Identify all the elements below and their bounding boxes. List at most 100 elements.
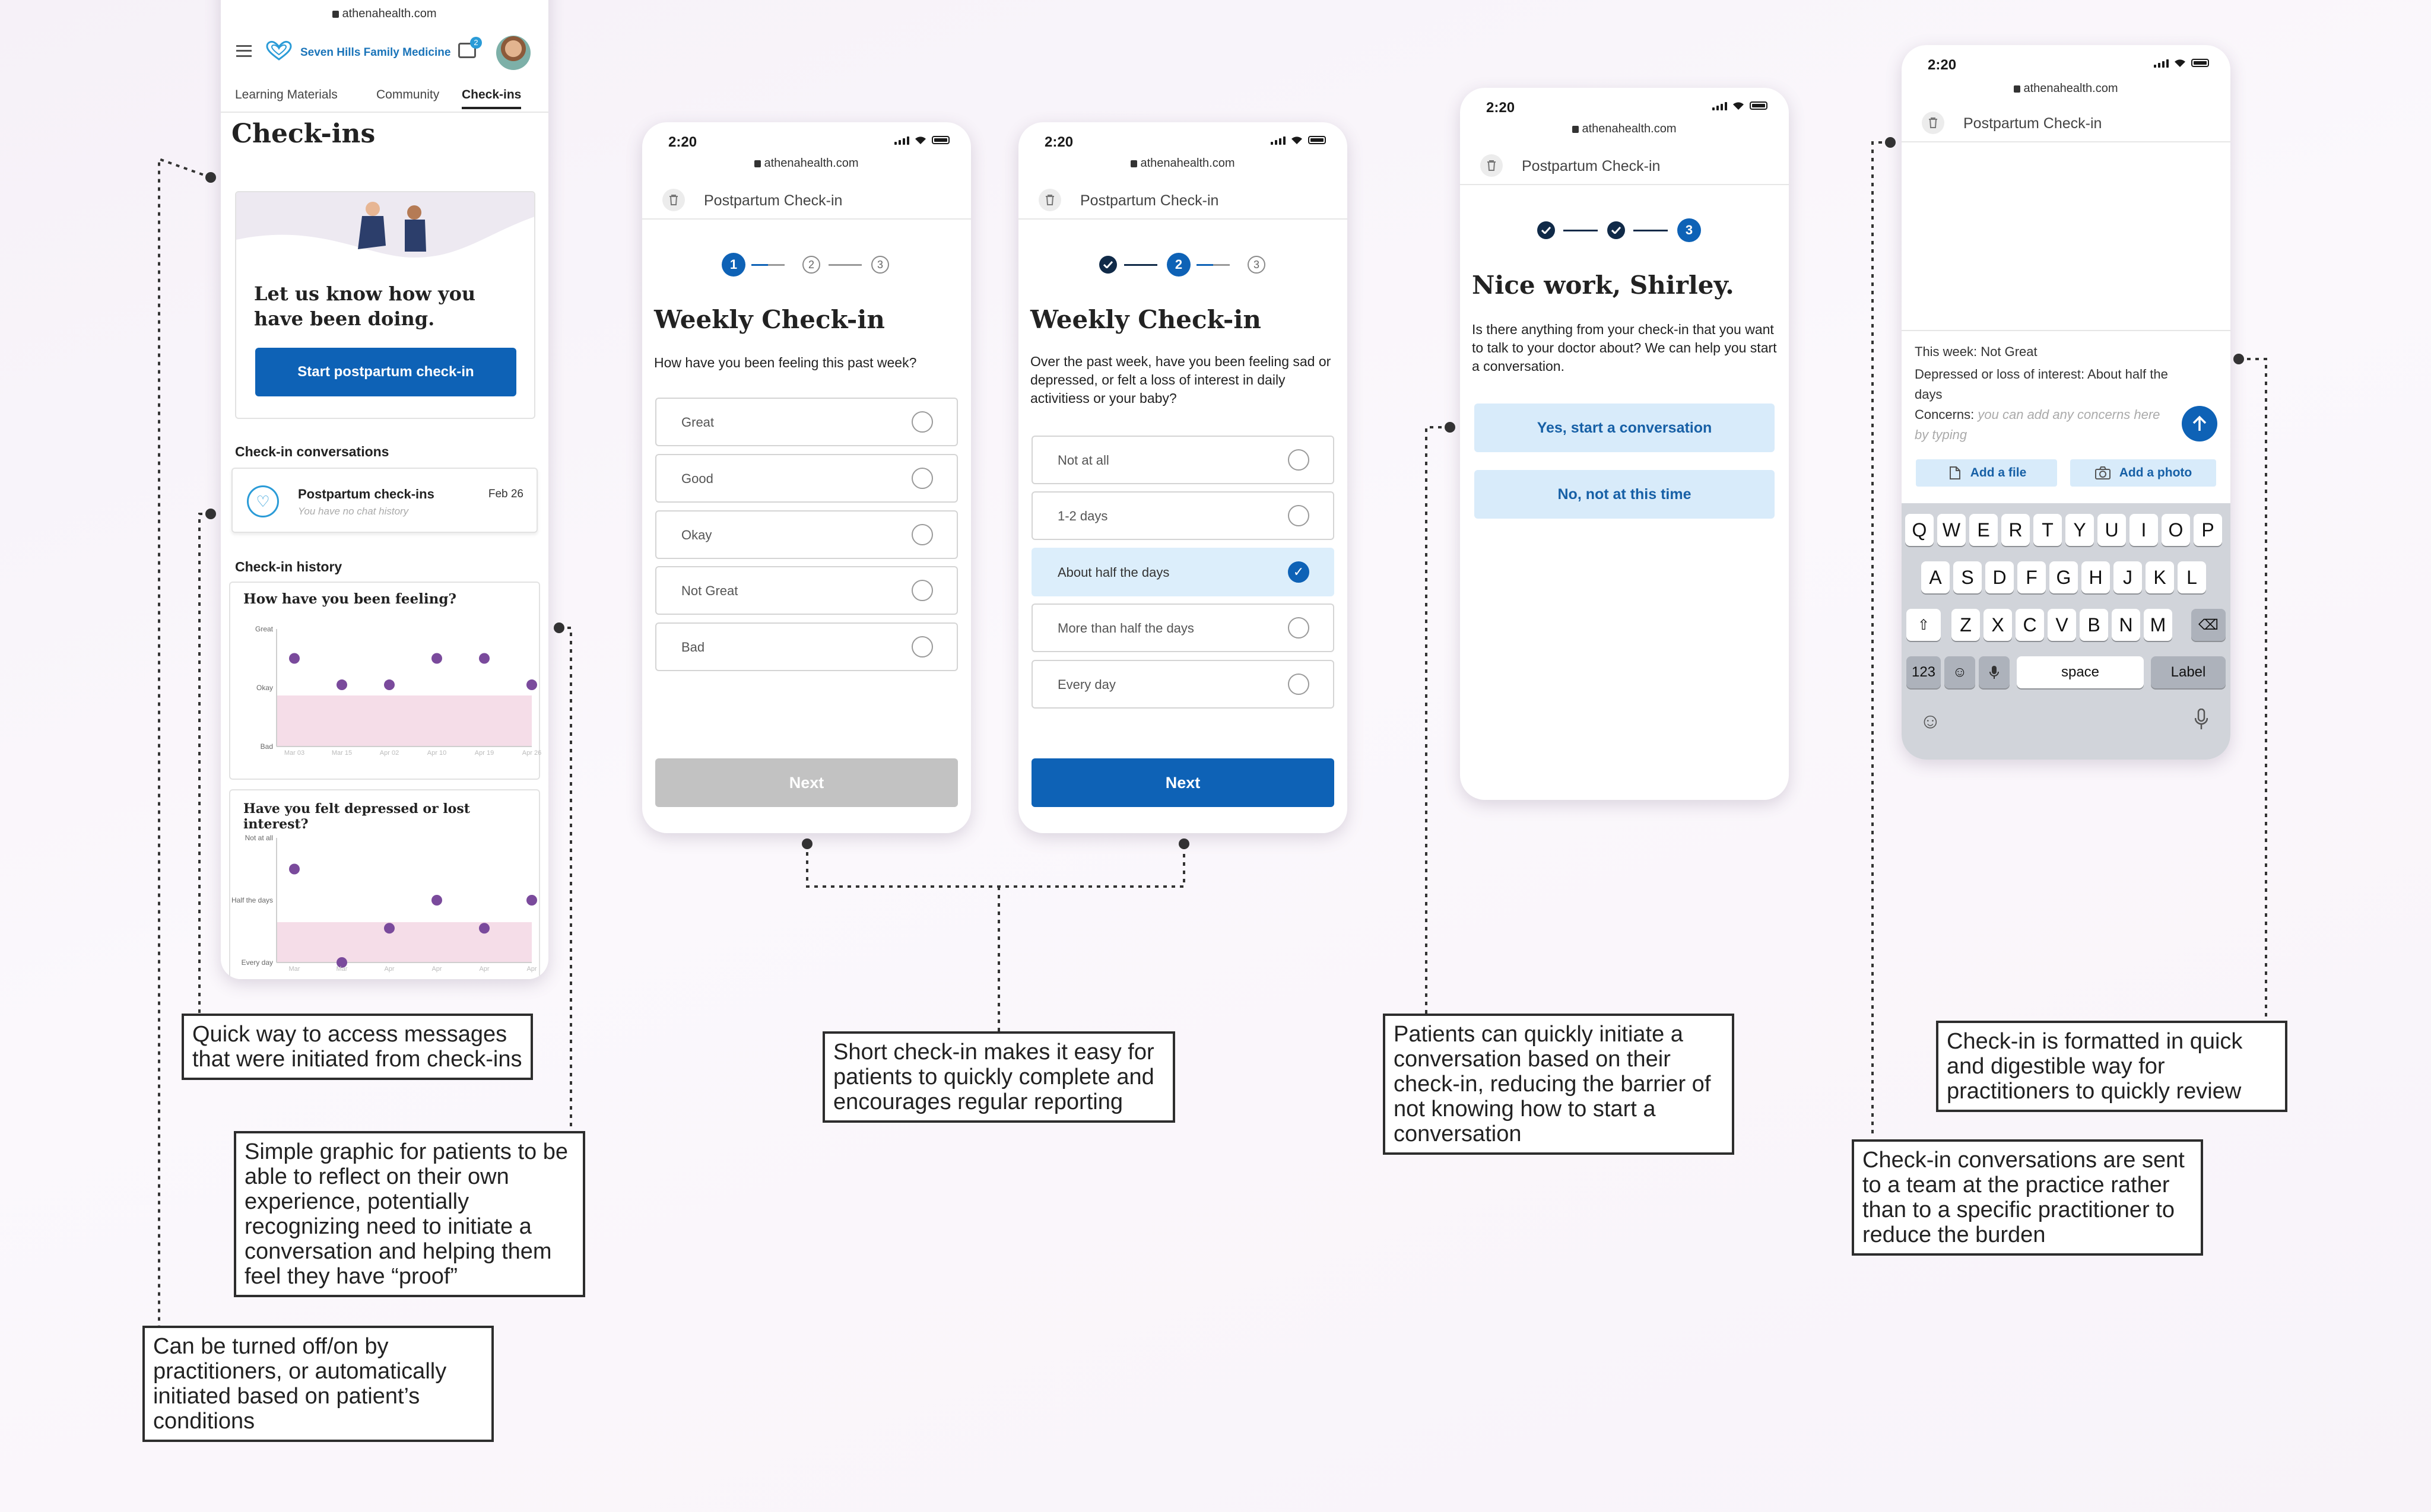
key-n[interactable]: N — [2112, 609, 2140, 641]
menu-icon[interactable] — [236, 45, 252, 57]
add-file-button[interactable]: Add a file — [1916, 459, 2057, 487]
tab-check-ins[interactable]: Check-ins — [462, 88, 522, 109]
messages-icon[interactable] — [458, 43, 476, 58]
option-more-than-half[interactable]: More than half the days — [1032, 603, 1334, 652]
message-composer[interactable]: This week: Not Great Depressed or loss o… — [1902, 330, 2230, 549]
option-okay[interactable]: Okay — [655, 510, 958, 559]
radio-icon — [912, 411, 933, 433]
option-not-at-all[interactable]: Not at all — [1032, 436, 1334, 484]
page-title: Check-ins — [231, 119, 376, 149]
key-o[interactable]: O — [2162, 514, 2190, 546]
key-g[interactable]: G — [2049, 561, 2078, 593]
emoji-key[interactable]: ☺ — [1944, 656, 1975, 688]
not-now-button[interactable]: No, not at this time — [1474, 470, 1775, 519]
start-conversation-button[interactable]: Yes, start a conversation — [1474, 404, 1775, 452]
concerns-line[interactable]: Concerns: you can add any concerns here … — [1915, 405, 2164, 445]
start-checkin-button[interactable]: Start postpartum check-in — [255, 348, 516, 396]
option-not-great[interactable]: Not Great — [655, 566, 958, 615]
next-button[interactable]: Next — [1032, 758, 1334, 807]
add-photo-button[interactable]: Add a photo — [2070, 459, 2216, 487]
key-b[interactable]: B — [2080, 609, 2108, 641]
next-button-disabled[interactable]: Next — [655, 758, 958, 807]
step-line — [1124, 264, 1157, 266]
emoji-icon[interactable]: ☺ — [1919, 709, 1941, 733]
progress-stepper: 2 3 — [1018, 253, 1347, 277]
option-about-half-selected[interactable]: About half the days✓ — [1032, 548, 1334, 596]
key-k[interactable]: K — [2146, 561, 2174, 593]
key-c[interactable]: C — [2016, 609, 2044, 641]
avatar[interactable] — [496, 36, 531, 70]
chart-band — [277, 922, 532, 963]
url-bar[interactable]: athenahealth.com — [221, 7, 548, 21]
practice-logo-icon — [266, 40, 292, 65]
x-tick-label: Apr — [526, 965, 537, 973]
key-m[interactable]: M — [2144, 609, 2172, 641]
option-great[interactable]: Great — [655, 398, 958, 446]
y-tick-label: Every day — [242, 958, 273, 967]
status-bar: 2:20 — [1460, 88, 1789, 121]
x-tick-label: Apr 10 — [427, 749, 446, 757]
key-u[interactable]: U — [2097, 514, 2126, 546]
lock-icon — [2014, 85, 2021, 93]
option-good[interactable]: Good — [655, 454, 958, 503]
annotation-formatted: Check-in is formatted in quick and diges… — [1936, 1021, 2287, 1112]
delete-key[interactable]: ⌫ — [2191, 609, 2226, 641]
key-z[interactable]: Z — [1951, 609, 1980, 641]
key-y[interactable]: Y — [2065, 514, 2094, 546]
key-v[interactable]: V — [2048, 609, 2076, 641]
key-s[interactable]: S — [1953, 561, 1982, 593]
key-j[interactable]: J — [2113, 561, 2142, 593]
lock-icon — [754, 160, 761, 167]
option-label: 1-2 days — [1058, 509, 1108, 523]
option-1-2-days[interactable]: 1-2 days — [1032, 491, 1334, 540]
trash-icon[interactable] — [1922, 112, 1944, 134]
trash-icon[interactable] — [1480, 154, 1503, 177]
tab-learning-materials[interactable]: Learning Materials — [235, 88, 338, 101]
data-point — [337, 957, 347, 968]
conversations-heading: Check-in conversations — [235, 444, 389, 459]
radio-icon — [912, 468, 933, 489]
option-bad[interactable]: Bad — [655, 622, 958, 671]
url-bar[interactable]: athenahealth.com — [1460, 122, 1789, 136]
key-q[interactable]: Q — [1905, 514, 1934, 546]
key-p[interactable]: P — [2194, 514, 2222, 546]
key-l[interactable]: L — [2178, 561, 2206, 593]
trash-icon[interactable] — [662, 189, 685, 211]
shift-key[interactable]: ⇧ — [1906, 609, 1941, 641]
x-tick-label: Mar 03 — [284, 749, 304, 757]
numbers-key[interactable]: 123 — [1906, 656, 1941, 688]
dictation-key[interactable] — [1979, 656, 2010, 688]
option-label: Not at all — [1058, 453, 1109, 468]
concerns-placeholder: you can add any concerns here by typing — [1915, 407, 2160, 442]
conversation-item[interactable]: ♡ Postpartum check-ins You have no chat … — [231, 468, 538, 533]
step-2: 2 — [1167, 253, 1191, 277]
key-i[interactable]: I — [2129, 514, 2158, 546]
option-every-day[interactable]: Every day — [1032, 660, 1334, 709]
key-h[interactable]: H — [2081, 561, 2110, 593]
key-w[interactable]: W — [1937, 514, 1966, 546]
step-line — [1563, 230, 1598, 231]
send-icon[interactable] — [2182, 406, 2217, 441]
url-bar[interactable]: athenahealth.com — [1018, 157, 1347, 170]
key-r[interactable]: R — [2001, 514, 2030, 546]
illustration — [236, 192, 534, 263]
y-tick-label: Not at all — [245, 834, 273, 842]
key-t[interactable]: T — [2033, 514, 2062, 546]
space-key[interactable]: space — [2017, 656, 2144, 688]
tab-community[interactable]: Community — [376, 88, 440, 101]
concerns-label: Concerns: — [1915, 407, 1975, 422]
url-bar[interactable]: athenahealth.com — [642, 157, 971, 170]
key-a[interactable]: A — [1921, 561, 1950, 593]
url-bar[interactable]: athenahealth.com — [1902, 82, 2230, 96]
trash-icon[interactable] — [1039, 189, 1061, 211]
checkin-card: Let us know how you have been doing. Sta… — [235, 191, 535, 419]
key-f[interactable]: F — [2017, 561, 2046, 593]
key-e[interactable]: E — [1969, 514, 1998, 546]
key-d[interactable]: D — [1985, 561, 2014, 593]
check-icon: ✓ — [1288, 561, 1309, 583]
microphone-icon[interactable] — [2194, 708, 2208, 733]
key-x[interactable]: X — [1983, 609, 2012, 641]
return-key[interactable]: Label — [2151, 656, 2226, 688]
